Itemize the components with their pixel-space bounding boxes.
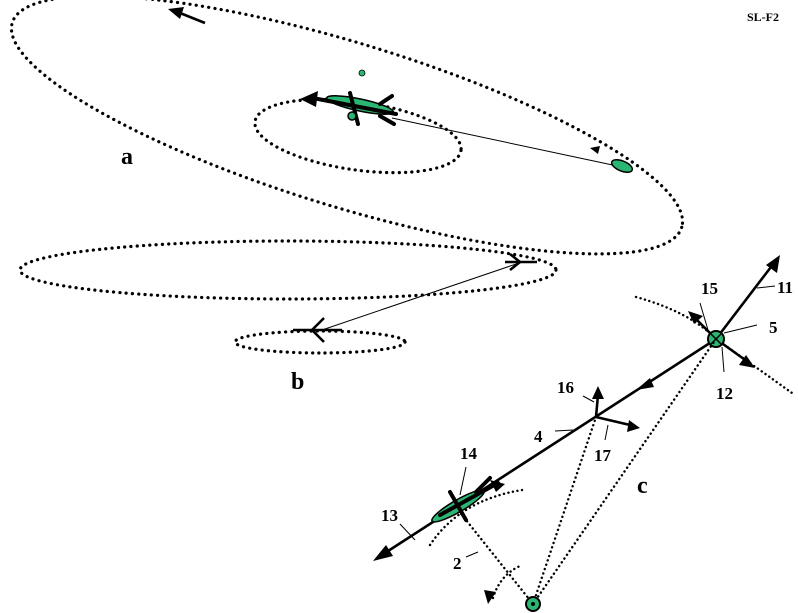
panel-a-outer-body: [610, 159, 634, 173]
panel-b-inner-orbit: [233, 329, 407, 355]
panel-c-dotted-line-upper: [531, 337, 718, 606]
callout-leader-5: [723, 324, 758, 334]
callout-13: 15: [701, 279, 718, 298]
panel-c-vector-14-arrowhead: [592, 386, 604, 399]
panel-c: 11 15 5 12 16 4 17 14 13 2 c: [373, 255, 794, 612]
callout-12: 12: [716, 384, 733, 403]
panel-c-vector-15-arrowhead: [627, 420, 640, 432]
callout-leader-4: [554, 429, 574, 432]
callout-leader-2: [465, 551, 479, 558]
callout-leader-16: [399, 523, 416, 541]
panel-a-label: a: [121, 144, 133, 170]
panel-c-bottom-arrowhead: [484, 590, 496, 604]
panel-b-connector-line: [321, 261, 523, 331]
panel-a-escape-arrowhead: [168, 7, 184, 19]
callout-4: 4: [534, 427, 543, 446]
callout-leader-11: [756, 285, 776, 289]
panel-a-outer-orbit: [9, 0, 685, 256]
callout-16: 13: [381, 506, 398, 525]
callout-11: 11: [777, 278, 793, 297]
panel-c-vector-13-arrowhead: [688, 311, 703, 324]
panel-c-vector-11: [714, 262, 776, 340]
callout-leader-12: [721, 346, 725, 373]
panel-a-escape-arrow: [179, 11, 206, 25]
callout-5: 5: [769, 318, 778, 337]
panel-c-main-arrowhead-mid: [636, 378, 654, 390]
panel-b: b: [18, 239, 558, 395]
panel-b-outer-marker: [505, 252, 537, 272]
callout-17: 14: [460, 444, 478, 463]
callout-15: 17: [594, 446, 612, 465]
panel-a-central-body: [300, 91, 398, 126]
panel-c-dotted-line-mid: [531, 415, 598, 606]
callout-leader-17: [459, 466, 467, 496]
panel-a-connector-line: [391, 117, 623, 168]
panel-b-label: b: [291, 369, 304, 395]
panel-c-main-arrowhead-lower: [373, 545, 393, 561]
panel-c-vector-15: [595, 415, 631, 427]
panel-a: a: [9, 0, 685, 256]
panel-c-label: c: [637, 473, 648, 499]
figure-id: SL-F2: [747, 10, 779, 24]
callout-leader-15: [604, 424, 609, 441]
panel-b-outer-orbit: [18, 239, 558, 301]
callout-leader-13: [699, 302, 709, 331]
panel-a-orbit-marker: [358, 69, 366, 77]
callout-14: 16: [557, 378, 574, 397]
panel-a-outer-body-arrowhead: [590, 146, 600, 154]
panel-c-bottom-body: [525, 596, 541, 612]
panel-c-vector-11-arrowhead: [766, 255, 780, 273]
panel-c-dotted-line-lower: [456, 508, 535, 606]
panel-b-inner-marker: [293, 317, 342, 343]
panel-c-lower-body: [428, 476, 524, 547]
callout-2: 2: [453, 554, 462, 573]
callout-leader-14: [582, 395, 595, 403]
